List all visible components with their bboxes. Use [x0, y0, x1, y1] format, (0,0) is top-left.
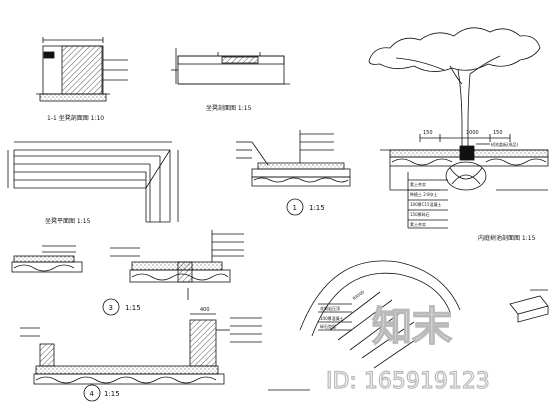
dim-150-right-label: 150: [493, 130, 503, 136]
detail-3-number: 3: [109, 304, 113, 312]
detail-4-number: 4: [90, 390, 95, 398]
bench-plan-title: 坐凳平面图 1:15: [45, 217, 91, 225]
plan-arc-label: 碎石垫层: [320, 323, 336, 329]
pit-cover-text: 树池盖板(成品): [491, 141, 519, 147]
plan-arc-labels: R4500 花岗岩压顶 100厚混凝土 碎石垫层: [320, 289, 366, 329]
watermark: 知末 ID: 165919123: [325, 303, 490, 394]
detail-3-scale: 1:15: [125, 304, 141, 312]
seat-section-title: 坐凳剖面图 1:15: [206, 104, 252, 112]
tree-pit-title: 内庭树池剖面图 1:15: [478, 234, 536, 242]
watermark-id: ID: 165919123: [326, 369, 490, 394]
tree-pit-drawing: [368, 27, 549, 229]
section-1-1-drawing: [36, 37, 128, 102]
plan-arc-label: 100厚混凝土: [320, 315, 344, 321]
pit-layer-text: 素土夯实: [410, 181, 426, 187]
detail-1-number: 1: [293, 204, 297, 212]
dim-150-label: 150: [423, 130, 433, 136]
detail-1-scale: 1:15: [309, 204, 325, 212]
detail-3-drawing: [11, 230, 244, 316]
pit-layer-text: 100厚C15混凝土: [410, 201, 442, 207]
pit-layer-text: 种植土 2:8灰土: [410, 191, 438, 197]
watermark-brand: 知末: [372, 304, 452, 350]
pit-layer-text: 150厚碎石: [410, 211, 430, 217]
detail-4-drawing: [20, 313, 262, 402]
seat-section-drawing: [171, 48, 290, 85]
section-1-1-title: 1-1 坐凳剖面图 1:10: [47, 114, 104, 122]
bench-icon-drawing: [509, 289, 549, 323]
plan-arc-label: R4500: [352, 289, 366, 301]
dim-1000-label: 1000: [466, 130, 479, 136]
pit-layer-list: 素土夯实 种植土 2:8灰土 100厚C15混凝土 150厚碎石 素土夯实: [410, 181, 442, 227]
curved-plan-drawing: [268, 260, 461, 391]
detail-1-drawing: [236, 130, 351, 216]
plan-arc-label: 花岗岩压顶: [320, 305, 340, 311]
pit-layer-text: 素土夯实: [410, 221, 426, 227]
detail-4-scale: 1:15: [104, 390, 120, 398]
dim-400-label: 400: [200, 307, 210, 313]
bench-plan-drawing: [7, 141, 179, 223]
